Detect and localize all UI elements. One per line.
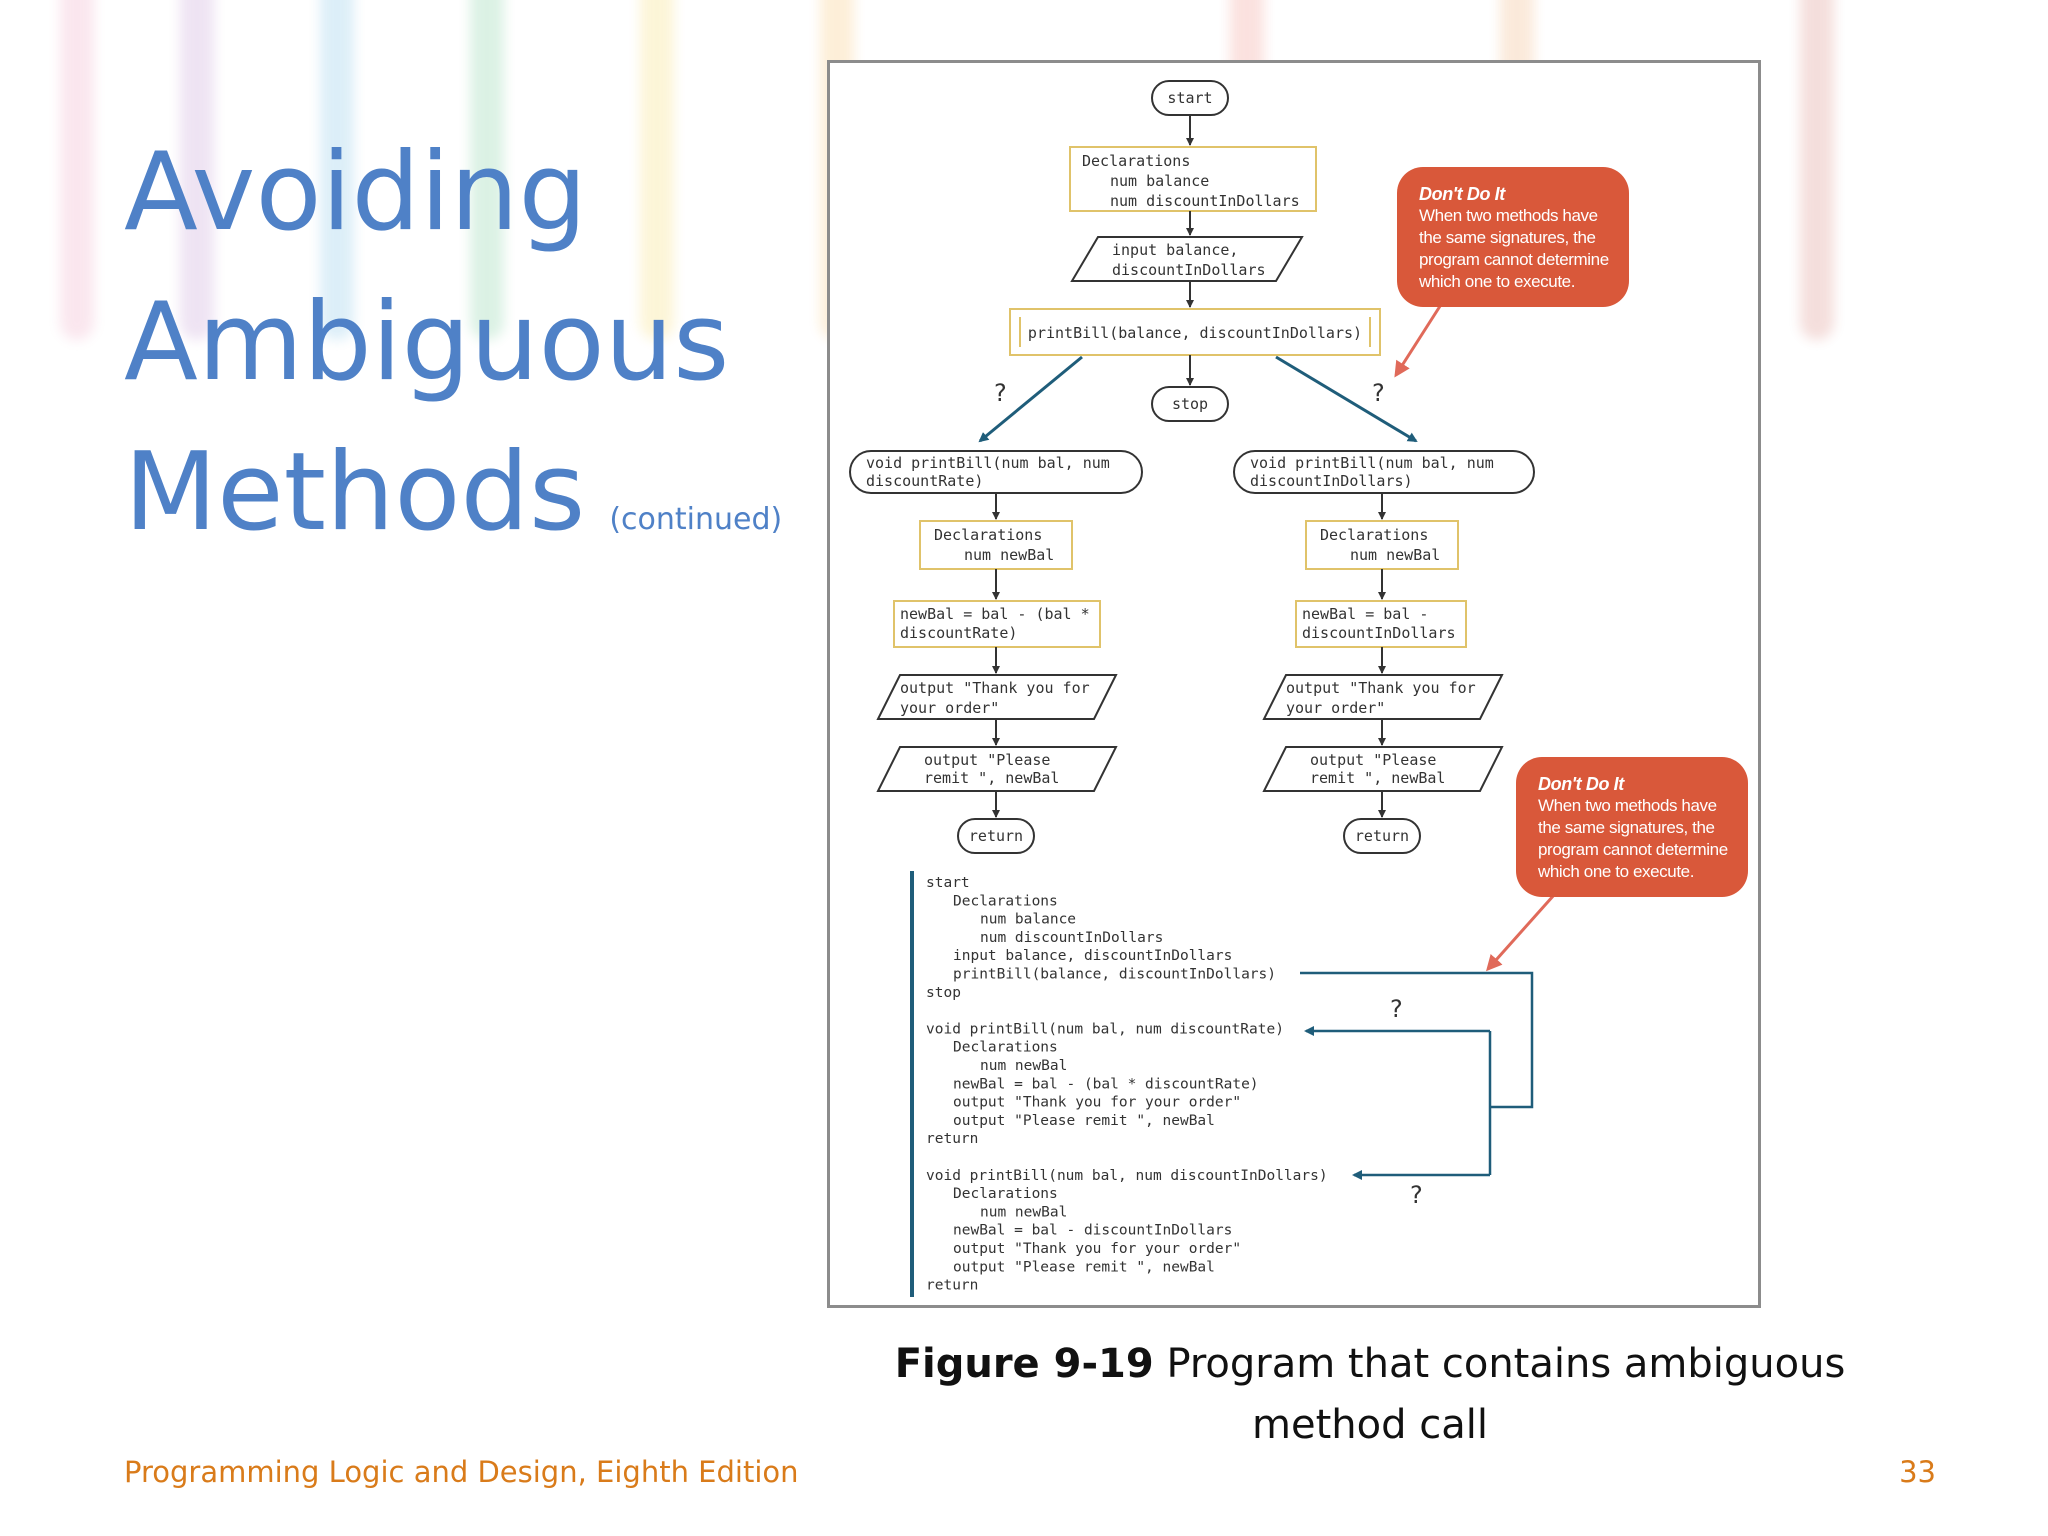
pseudo-question-upper: ? <box>1390 995 1403 1023</box>
pseudocode-line: num newBal <box>980 1058 1067 1074</box>
right-declarations-line-2: num newBal <box>1350 546 1440 564</box>
stop-label: stop <box>1172 395 1208 413</box>
title-line-3: Methods <box>124 430 586 555</box>
pseudocode-line: output "Please remit ", newBal <box>953 1113 1215 1129</box>
right-output2-parallelogram <box>1262 746 1504 792</box>
declarations-line-3: num discountInDollars <box>1110 192 1300 210</box>
right-return-label: return <box>1355 827 1409 845</box>
right-output2-line-2: remit ", newBal <box>1310 769 1445 787</box>
right-return-terminal <box>1343 818 1421 854</box>
declarations-box <box>1069 146 1317 212</box>
right-header-line-2: discountInDollars) <box>1250 472 1413 490</box>
pseudocode-line: output "Thank you for your order" <box>953 1241 1241 1257</box>
figure-caption: Figure 9-19 Program that contains ambigu… <box>860 1334 1880 1456</box>
input-line-2: discountInDollars <box>1112 261 1266 279</box>
pseudocode-line: stop <box>926 985 961 1001</box>
callout-dont-do-it-top: Don't Do It When two methods have the sa… <box>1397 167 1629 307</box>
method-call-label: printBill(balance, discountInDollars) <box>1028 324 1362 342</box>
left-return-label: return <box>969 827 1023 845</box>
right-header-line-1: void printBill(num bal, num <box>1250 454 1494 472</box>
right-method-header <box>1233 450 1535 494</box>
left-declarations-line-2: num newBal <box>964 546 1054 564</box>
right-output2-line-1: output "Please <box>1310 751 1436 769</box>
left-declarations-line-1: Declarations <box>934 526 1042 544</box>
left-calc-line-2: discountRate) <box>900 624 1017 642</box>
input-parallelogram <box>1070 236 1304 282</box>
right-calc-line-1: newBal = bal - <box>1302 605 1428 623</box>
pseudocode-line: newBal = bal - (bal * discountRate) <box>953 1076 1259 1092</box>
right-output1-parallelogram <box>1262 674 1504 720</box>
pseudocode-line: newBal = bal - discountInDollars <box>953 1223 1232 1239</box>
caption-text: Program that contains ambiguous method c… <box>1166 1341 1846 1448</box>
input-line-1: input balance, <box>1112 241 1238 259</box>
callout-body: When two methods have the same signature… <box>1419 206 1609 291</box>
ambiguous-arrow-left <box>978 355 1083 443</box>
right-declarations-box <box>1305 520 1459 570</box>
pseudocode-line: Declarations <box>953 1186 1058 1202</box>
method-call-box <box>1009 308 1381 356</box>
callout-heading: Don't Do It <box>1419 184 1505 204</box>
left-output1-line-1: output "Thank you for <box>900 679 1090 697</box>
pseudocode-line: start <box>926 875 970 891</box>
pseudocode-line: void printBill(num bal, num discountRate… <box>926 1021 1284 1037</box>
pseudocode-line: num discountInDollars <box>980 930 1163 946</box>
title-line-2: Ambiguous <box>124 280 730 405</box>
title-line-1: Avoiding <box>124 130 588 255</box>
left-header-line-1: void printBill(num bal, num <box>866 454 1110 472</box>
pseudocode-line: printBill(balance, discountInDollars) <box>953 967 1276 983</box>
pseudocode-line: output "Please remit ", newBal <box>953 1259 1215 1275</box>
pseudocode-line: num newBal <box>980 1204 1067 1220</box>
left-calc-box <box>893 600 1101 648</box>
pseudocode-line: return <box>926 1278 978 1294</box>
left-declarations-box <box>919 520 1073 570</box>
right-output1-line-2: your order" <box>1286 699 1385 717</box>
right-declarations-line-1: Declarations <box>1320 526 1428 544</box>
start-label: start <box>1167 89 1212 107</box>
stop-terminal <box>1151 386 1229 422</box>
callout-arrow-bottom <box>1486 894 1556 972</box>
callout-body: When two methods have the same signature… <box>1538 796 1728 881</box>
figure-9-19: start Declarations num balance num disco… <box>827 60 1761 1308</box>
question-mark-left: ? <box>994 379 1007 407</box>
ambiguous-arrow-right <box>1275 355 1418 443</box>
left-output2-parallelogram <box>876 746 1118 792</box>
flowchart-diagram: start Declarations num balance num disco… <box>849 80 1556 1297</box>
pseudocode-line: return <box>926 1131 978 1147</box>
callout-dont-do-it-bottom: Don't Do It When two methods have the sa… <box>1516 757 1748 897</box>
right-calc-line-2: discountInDollars <box>1302 624 1456 642</box>
title-continued: (continued) <box>609 502 783 537</box>
pseudocode-line: void printBill(num bal, num discountInDo… <box>926 1168 1328 1184</box>
declarations-line-1: Declarations <box>1082 152 1190 170</box>
pseudo-question-lower: ? <box>1410 1181 1423 1209</box>
left-output1-line-2: your order" <box>900 699 999 717</box>
pseudocode-line: Declarations <box>953 893 1058 909</box>
pseudocode-line: output "Thank you for your order" <box>953 1095 1241 1111</box>
left-return-terminal <box>957 818 1035 854</box>
pseudocode-line: num balance <box>980 912 1076 928</box>
question-mark-right: ? <box>1372 379 1385 407</box>
pseudo-connector-outer <box>1300 971 1534 1109</box>
left-output2-line-1: output "Please <box>924 751 1050 769</box>
caption-label: Figure 9-19 <box>894 1341 1154 1387</box>
pseudocode-line: Declarations <box>953 1040 1058 1056</box>
left-output1-parallelogram <box>876 674 1118 720</box>
left-calc-line-1: newBal = bal - (bal * <box>900 605 1090 623</box>
pseudocode-line: input balance, discountInDollars <box>953 948 1232 964</box>
right-output1-line-1: output "Thank you for <box>1286 679 1476 697</box>
left-output2-line-2: remit ", newBal <box>924 769 1059 787</box>
footer-book-title: Programming Logic and Design, Eighth Edi… <box>124 1455 799 1489</box>
declarations-line-2: num balance <box>1110 172 1209 190</box>
callout-heading: Don't Do It <box>1538 774 1624 794</box>
left-header-line-2: discountRate) <box>866 472 983 490</box>
callout-arrow-top <box>1394 302 1444 378</box>
slide-title: Avoiding Ambiguous Methods (continued) <box>124 118 824 568</box>
page-number: 33 <box>1899 1455 1936 1489</box>
